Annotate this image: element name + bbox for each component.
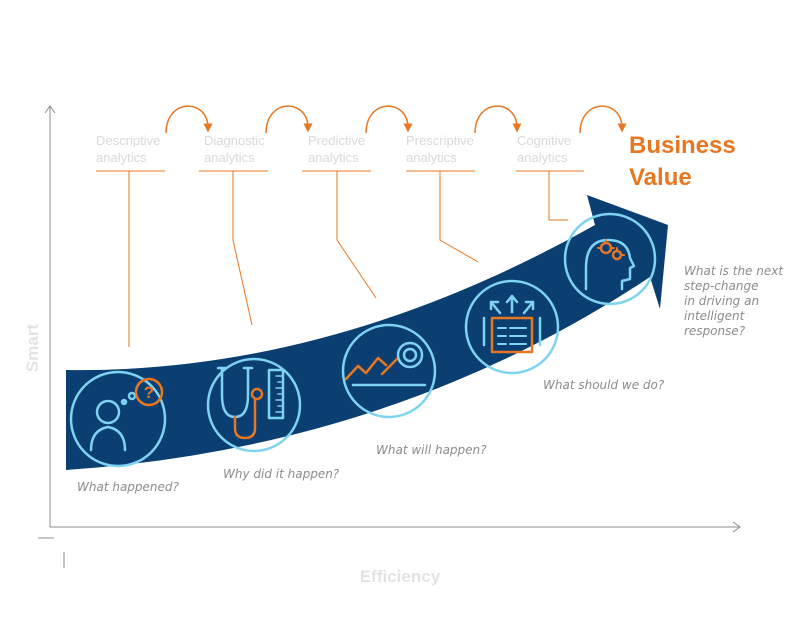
- stage-subtitle: analytics: [308, 150, 359, 165]
- stage-connector: [406, 170, 479, 263]
- stage-labels: Descriptive analytics Diagnostic analyti…: [96, 133, 584, 347]
- question-prescriptive: What should we do?: [543, 378, 665, 392]
- question-line: step-change: [684, 279, 758, 293]
- stage-title: Descriptive: [96, 133, 160, 148]
- checklist-arrows-icon: [464, 279, 560, 375]
- stage-connector: [516, 170, 584, 221]
- svg-text:analytics: analytics: [517, 150, 568, 165]
- progression-arrows: [165, 105, 627, 134]
- svg-text:Predictive: Predictive: [308, 133, 365, 148]
- progression-arrow: [165, 105, 213, 134]
- progression-arrow: [265, 105, 313, 134]
- question-line: response?: [684, 324, 746, 338]
- svg-text:analytics: analytics: [308, 150, 359, 165]
- stage-predictive: Predictive analytics: [302, 133, 377, 299]
- question-predictive: What will happen?: [376, 443, 487, 457]
- stage-subtitle: analytics: [406, 150, 457, 165]
- stage-title: Cognitive: [517, 133, 571, 148]
- stage-title: Predictive: [308, 133, 365, 148]
- stage-diagnostic: Diagnostic analytics: [199, 133, 268, 326]
- stage-subtitle: analytics: [204, 150, 255, 165]
- chart-magnifier-icon: [341, 323, 437, 419]
- stage-prescriptive: Prescriptive analytics: [406, 133, 479, 263]
- stage-cognitive: Cognitive analytics: [516, 133, 584, 221]
- x-axis-label: Efficiency: [360, 567, 441, 586]
- stage-connector: [96, 170, 165, 347]
- stage-connector: [302, 170, 377, 299]
- svg-text:analytics: analytics: [204, 150, 255, 165]
- svg-text:Cognitive: Cognitive: [517, 133, 571, 148]
- stage-subtitle: analytics: [96, 150, 147, 165]
- question-line: intelligent: [684, 309, 746, 323]
- maturity-curve-arrow: [66, 195, 668, 470]
- progression-arrow: [474, 105, 522, 134]
- person-question-icon: ?: [69, 370, 167, 468]
- axes: Smart Efficiency: [23, 105, 741, 586]
- progression-arrow: [365, 105, 413, 134]
- stage-title: Prescriptive: [406, 133, 474, 148]
- question-descriptive: What happened?: [77, 480, 180, 494]
- stage-icons: ?: [69, 212, 657, 468]
- progression-arrow: [579, 105, 627, 134]
- stage-title: Diagnostic: [204, 133, 265, 148]
- stage-descriptive: Descriptive analytics: [96, 133, 165, 347]
- svg-text:Diagnostic: Diagnostic: [204, 133, 265, 148]
- svg-text:analytics: analytics: [406, 150, 457, 165]
- head-gears-icon: [563, 212, 657, 306]
- x-axis-arrowhead: [732, 521, 741, 533]
- question-line: What is the next: [684, 264, 784, 278]
- svg-text:analytics: analytics: [96, 150, 147, 165]
- y-axis-arrowhead: [44, 105, 56, 114]
- question-cognitive: What is the next step-change in driving …: [684, 264, 787, 338]
- stage-questions: What happened? Why did it happen? What w…: [77, 264, 787, 494]
- business-value-subtitle: Value: [629, 164, 692, 191]
- svg-text:Prescriptive: Prescriptive: [406, 133, 474, 148]
- svg-text:?: ?: [144, 383, 154, 402]
- business-value-title: Business: [629, 132, 736, 159]
- stage-subtitle: analytics: [517, 150, 568, 165]
- stethoscope-icon: [206, 357, 302, 453]
- question-line: in driving an: [684, 294, 759, 308]
- stage-connector: [199, 170, 268, 326]
- question-diagnostic: Why did it happen?: [223, 467, 340, 481]
- svg-text:Descriptive: Descriptive: [96, 133, 160, 148]
- y-axis-label: Smart: [23, 324, 42, 373]
